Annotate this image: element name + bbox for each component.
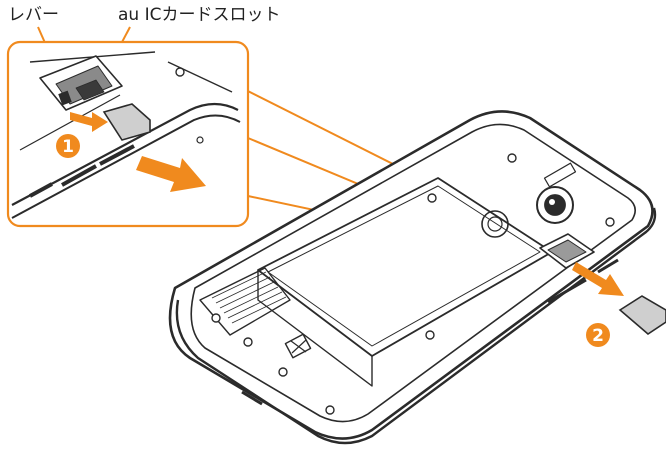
step-2-badge: 2 (586, 323, 610, 347)
removal-arrow-large (136, 156, 206, 192)
step-1-badge: 1 (56, 134, 80, 158)
callout-lever (58, 90, 72, 106)
sim-card (618, 295, 666, 336)
zoom-callout: 1 (6, 40, 250, 228)
removal-arrow-main (572, 262, 624, 296)
screws (211, 153, 615, 415)
callout-phone-edge (11, 51, 241, 219)
callout-sim-card (102, 103, 151, 141)
card-slot-label: au ICカードスロット (118, 5, 280, 25)
lever-label: レバー (8, 5, 59, 25)
step-2-number: 2 (592, 326, 604, 346)
removal-arrow-small (70, 112, 108, 132)
device-card-slot (539, 233, 595, 269)
phone-body (168, 110, 657, 445)
step-1-number: 1 (62, 137, 74, 157)
